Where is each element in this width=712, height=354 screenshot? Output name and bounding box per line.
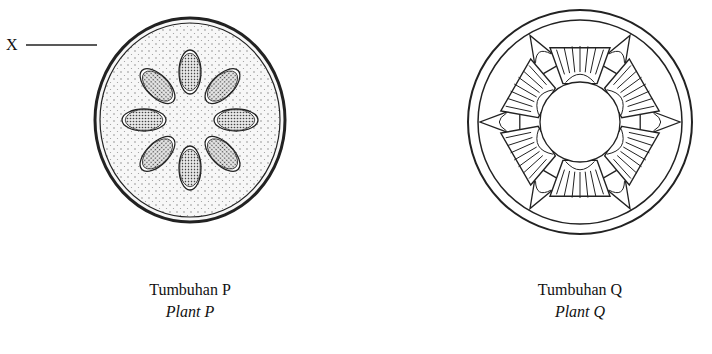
- xylem-line: [580, 172, 581, 198]
- xylem-line: [511, 91, 535, 102]
- xylem-line: [557, 50, 565, 75]
- xylem-line: [506, 106, 531, 111]
- xylem-line: [506, 132, 531, 137]
- xylem-line: [585, 172, 588, 198]
- vascular-bundle: [134, 131, 181, 178]
- vascular-bundle: [179, 50, 201, 94]
- vascular-bundle: [134, 63, 181, 110]
- vascular-bundle: [214, 109, 258, 131]
- xylem-line: [621, 77, 642, 92]
- xylem-line: [514, 147, 537, 160]
- vascular-bundle: [179, 146, 201, 190]
- vascular-bundle: [122, 109, 166, 131]
- vascular-bundle: [199, 63, 246, 110]
- xylem-line: [524, 156, 543, 173]
- xylem-line: [623, 147, 646, 160]
- caption-text: Tumbuhan P: [149, 280, 231, 299]
- cambium-arc: [609, 181, 625, 193]
- xylem-line: [621, 151, 642, 166]
- xylem-line: [628, 99, 653, 107]
- xylem-line: [529, 159, 546, 178]
- xylem-line: [557, 170, 565, 195]
- caption-text: Plant Q: [555, 302, 605, 321]
- caption-text: Tumbuhan Q: [538, 280, 622, 299]
- cambium-arc: [536, 51, 552, 63]
- xylem-line: [572, 172, 575, 198]
- xylem-line: [614, 159, 631, 178]
- xylem-line: [596, 50, 604, 75]
- dicot-stem: [468, 10, 692, 234]
- cambium-arc: [536, 181, 552, 193]
- xylem-line: [617, 71, 636, 88]
- pith-arc: [566, 74, 595, 82]
- xylem-line: [614, 66, 631, 85]
- caption-text: Plant P: [166, 302, 214, 321]
- xylem-line: [590, 171, 595, 196]
- xylem-line: [519, 77, 540, 92]
- xylem-line: [564, 171, 569, 196]
- xylem-line: [524, 71, 543, 88]
- leader-line: [26, 44, 97, 45]
- xylem-line: [572, 46, 575, 72]
- monocot-stem: [95, 18, 285, 222]
- xylem-line: [580, 46, 581, 72]
- xylem-line: [629, 132, 654, 137]
- xylem-line: [564, 48, 569, 73]
- pith-arc: [566, 162, 595, 170]
- xylem-line: [590, 48, 595, 73]
- xylem-line: [508, 138, 533, 146]
- cambium-arc: [653, 113, 660, 131]
- xylem-line: [623, 84, 646, 97]
- cambium-arc: [609, 51, 625, 63]
- vascular-bundle: [199, 131, 246, 178]
- xylem-line: [519, 151, 540, 166]
- cambium-arc: [499, 113, 506, 131]
- xylem-line: [514, 84, 537, 97]
- xylem-line: [626, 142, 650, 153]
- part-label: X: [6, 35, 18, 54]
- xylem-line: [617, 156, 636, 173]
- xylem-line: [596, 170, 604, 195]
- xylem-line: [585, 46, 588, 72]
- xylem-line: [629, 106, 654, 111]
- xylem-line: [529, 66, 546, 85]
